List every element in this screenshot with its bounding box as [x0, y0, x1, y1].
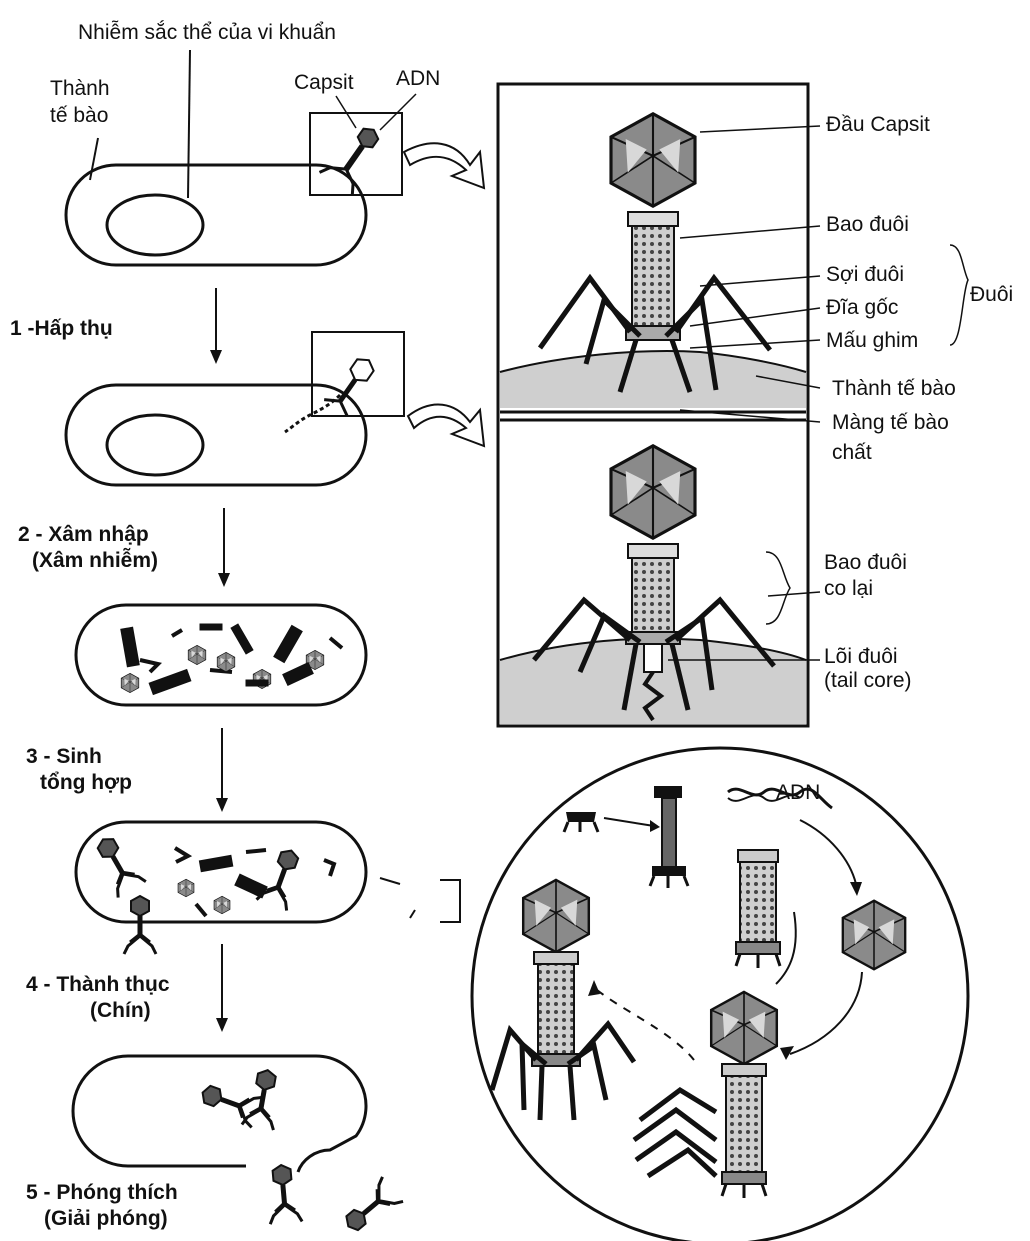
- step-2-line2: (Xâm nhiễm): [18, 548, 158, 574]
- assembly-parts: [492, 786, 905, 1198]
- cell-wall-left-label-line1: Thành: [50, 76, 110, 101]
- step-2-label: 2 - Xâm nhập (Xâm nhiễm): [18, 522, 158, 574]
- sheath-contracted-label-line1: Bao đuôi: [824, 550, 907, 575]
- tail-sheath-label: Bao đuôi: [826, 212, 909, 237]
- phage-injecting: [324, 352, 380, 416]
- released-phages: [197, 1067, 403, 1238]
- sheath-contracted-label-line2: co lại: [824, 576, 873, 601]
- chromosome-label: Nhiễm sắc thể của vi khuẩn: [78, 20, 336, 45]
- step-3-label: 3 - Sinh tổng hợp: [26, 744, 132, 796]
- step-4-line1: 4 - Thành thục: [26, 973, 170, 996]
- step-1-label: 1 -Hấp thụ: [10, 316, 113, 342]
- step-3-line2: tổng hợp: [26, 770, 132, 796]
- base-plate-label: Đĩa gốc: [826, 295, 898, 320]
- step-5-label: 5 - Phóng thích (Giải phóng): [26, 1180, 178, 1232]
- step-4-line2: (Chín): [26, 998, 170, 1024]
- bacterial-chromosome: [107, 195, 203, 255]
- step-5-line2: (Giải phóng): [26, 1206, 178, 1232]
- cell-wall-left-label-line2: tế bào: [50, 103, 108, 128]
- tail-pin-label: Mấu ghim: [826, 328, 918, 353]
- dna-small-label: ADN: [396, 66, 440, 91]
- tail-core-label-line2: (tail core): [824, 668, 912, 693]
- bacterium-cell-5: [73, 1056, 366, 1172]
- cytoplasm-membrane-label-line1: Màng tế bào: [832, 410, 949, 435]
- head-capsid-label: Đầu Capsit: [826, 112, 930, 137]
- step-3-line1: 3 - Sinh: [26, 745, 102, 768]
- capsid-small-label: Capsit: [294, 70, 354, 95]
- bacterial-chromosome-2: [107, 415, 203, 475]
- step-5-line1: 5 - Phóng thích: [26, 1181, 178, 1204]
- step-4-label: 4 - Thành thục (Chín): [26, 972, 170, 1024]
- step-1-line1: 1 -Hấp thụ: [10, 317, 113, 340]
- tail-core-label-line1: Lõi đuôi: [824, 644, 898, 669]
- tail-group-label: Đuôi: [970, 282, 1013, 307]
- synthesized-parts: [121, 624, 342, 694]
- dna-assembly-label: ADN: [776, 780, 820, 805]
- assembling-phages: [89, 831, 334, 954]
- tail-fiber-label: Sợi đuôi: [826, 262, 904, 287]
- cytoplasm-membrane-label-line2: chất: [832, 440, 872, 465]
- cell-wall-label: Thành tế bào: [832, 376, 956, 401]
- step-2-line1: 2 - Xâm nhập: [18, 523, 149, 546]
